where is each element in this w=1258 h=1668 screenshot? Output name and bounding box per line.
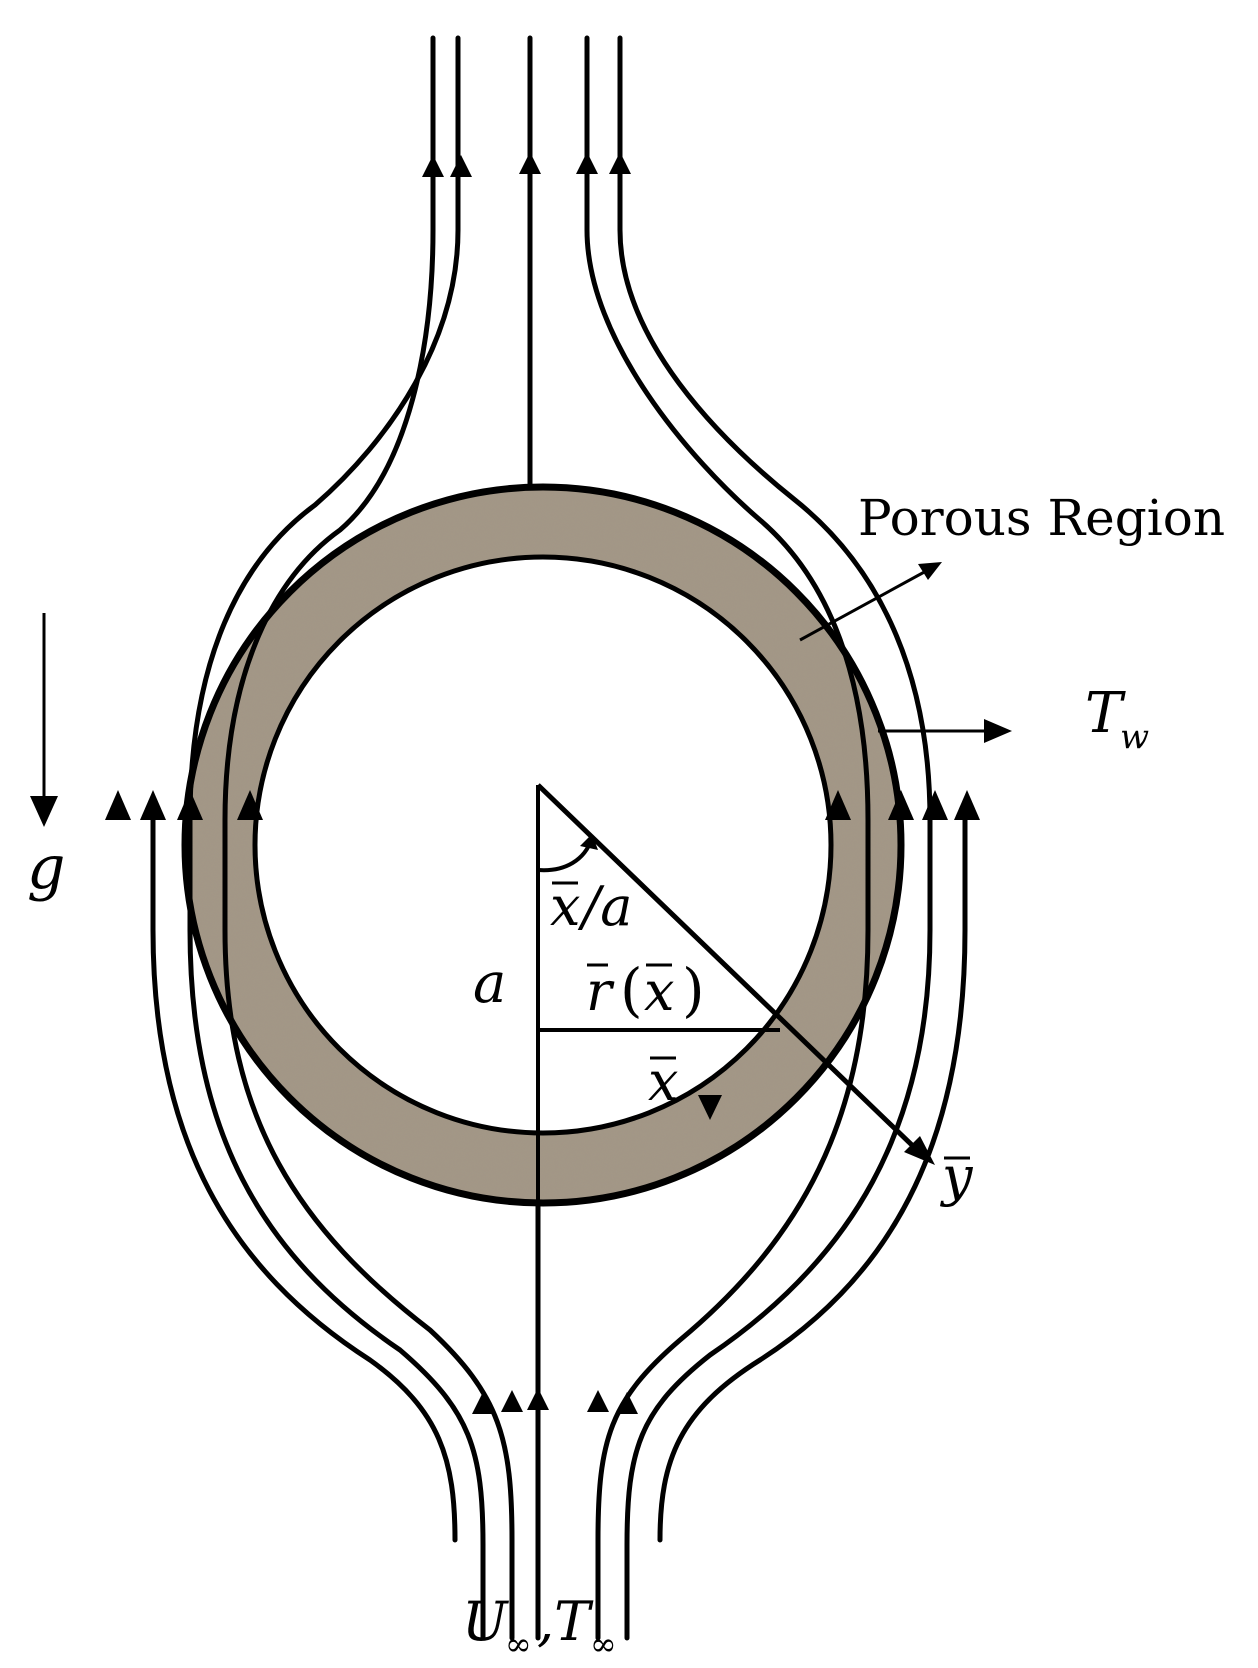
x-coord-label: x <box>648 1050 678 1113</box>
flow-direction-arrow-icon <box>177 790 203 820</box>
flow-direction-arrow-icon <box>587 1390 609 1412</box>
y-coord-label: y <box>940 1145 974 1208</box>
flow-direction-arrow-icon <box>922 790 948 820</box>
streamlines <box>150 35 968 1641</box>
angle-arrow-icon <box>580 834 598 850</box>
gravity-arrow-icon <box>30 796 58 827</box>
freestream-t-label: ,T <box>537 1590 594 1653</box>
inner-boundary <box>252 554 834 1136</box>
flow-direction-arrow-icon <box>576 152 598 174</box>
flow-direction-arrow-icon <box>888 790 914 820</box>
y-axis-arrowhead <box>904 1136 935 1165</box>
geometry <box>536 783 935 1203</box>
left-streamline-3 <box>150 817 458 1543</box>
right-streamline-2 <box>617 35 933 1641</box>
flow-direction-arrow-icon <box>616 1392 638 1414</box>
flow-direction-arrow-icon <box>825 790 851 820</box>
surface-x-arrow-icon <box>698 1095 722 1120</box>
gravity-label: g <box>27 833 65 903</box>
r-of-x-open: ( <box>620 956 643 1024</box>
outer-boundary <box>181 483 905 1207</box>
r-of-x-close: ) <box>682 956 705 1024</box>
angle-slash-a-label: /a <box>577 875 632 938</box>
porous-region-arrowhead <box>918 562 942 580</box>
wall-temperature-subscript: w <box>1120 717 1149 757</box>
angle-x-label: x <box>550 875 580 938</box>
flow-direction-arrow-icon <box>237 790 263 820</box>
flow-direction-arrow-icon <box>609 152 631 174</box>
right-streamline-3 <box>657 817 968 1543</box>
freestream-t-infinity: ∞ <box>590 1625 617 1663</box>
flow-direction-arrow-icon <box>519 152 541 174</box>
radius-label: a <box>473 951 506 1016</box>
flow-direction-arrow-icon <box>472 1392 494 1414</box>
flow-direction-arrow-icon <box>450 155 472 177</box>
freestream-u-label: U <box>462 1590 509 1653</box>
flow-direction-arrow-icon <box>527 1388 549 1410</box>
porous-ring-fill <box>185 487 901 1203</box>
flow-direction-arrow-icon <box>422 155 444 177</box>
y-axis-line <box>536 783 917 1150</box>
flow-direction-arrow-icon <box>954 790 980 820</box>
porous-region-label: Porous Region <box>858 489 1225 547</box>
r-of-x-r: r <box>586 960 615 1023</box>
freestream-u-infinity: ∞ <box>505 1625 532 1663</box>
wall-temperature-arrowhead <box>984 719 1012 743</box>
wall-temperature-label: T <box>1085 681 1126 746</box>
flow-direction-arrow-icon <box>501 1390 523 1412</box>
flow-direction-arrow-icon <box>105 790 131 820</box>
left-streamline-2 <box>187 35 486 1641</box>
r-of-x-x: x <box>644 960 674 1023</box>
right-streamline-1 <box>584 35 871 1641</box>
porous-region-pointer <box>799 568 929 642</box>
flow-arrowheads <box>105 152 980 1414</box>
flow-direction-arrow-icon <box>140 790 166 820</box>
porous-annulus <box>181 483 905 1207</box>
left-streamline-1 <box>222 35 515 1641</box>
